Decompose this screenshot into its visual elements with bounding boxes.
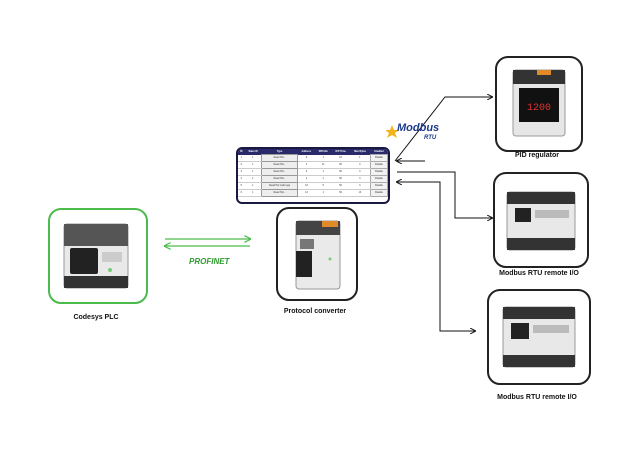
pid-display-readout: 1200 <box>527 103 551 114</box>
table-cell: 1 <box>297 175 315 183</box>
table-cell: 5 <box>238 182 245 190</box>
pid-device-box: 1200 <box>495 56 583 152</box>
enable-button[interactable]: Disable <box>369 161 388 169</box>
link-to-pid <box>394 97 492 162</box>
table-row: 2 1 Read Hol... 3 11 50 3 Disable <box>238 161 388 169</box>
modbus-logo-icon <box>386 125 399 138</box>
table-row: 1 1 Read Hol... 0 1 10 1 Disable <box>238 154 388 162</box>
table-cell: 3 <box>297 161 315 169</box>
table-cell: 50 <box>331 161 350 169</box>
table-cell: 1 <box>244 161 262 169</box>
link-to-io1 <box>397 171 492 218</box>
table-cell: 50 <box>331 189 350 197</box>
table-header-cell: Type <box>261 149 298 155</box>
io2-device-box <box>487 289 591 385</box>
io1-device-box <box>493 172 589 268</box>
modbus-config-table-panel: ID Slave ID Type Address R/Prefix R/P Ti… <box>236 147 390 204</box>
type-select[interactable]: Read Hol... <box>261 189 299 197</box>
table-header-cell: ID <box>238 149 245 155</box>
converter-device-box <box>276 207 358 301</box>
table-cell: 50 <box>331 182 350 190</box>
pid-label: PID regulator <box>515 152 559 159</box>
modbus-logo-text: Modbus <box>397 122 440 134</box>
table-cell: 1 <box>314 168 332 176</box>
table-cell: 1 <box>238 154 245 162</box>
table-cell: 1 <box>244 189 262 197</box>
io1-device-image <box>506 191 576 251</box>
table-header-cell: Max Bytes <box>349 149 371 155</box>
enable-button[interactable]: Disable <box>369 168 388 176</box>
enable-button[interactable]: Disable <box>369 175 388 183</box>
table-cell: 50 <box>331 168 350 176</box>
enable-button[interactable]: Disable <box>369 154 388 162</box>
modbus-rtu-text: RTU <box>424 135 437 141</box>
table-cell: 10 <box>331 154 350 162</box>
table-header-cell: Enabled <box>370 149 388 155</box>
table-cell: 1 <box>244 175 262 183</box>
table-cell: 11 <box>314 161 332 169</box>
converter-device-image <box>295 220 341 290</box>
table-cell: 13 <box>297 189 315 197</box>
profinet-label: PROFINET <box>189 257 230 266</box>
table-cell: 1 <box>244 154 262 162</box>
table-cell: 6 <box>238 189 245 197</box>
table-header-cell: R/Prefix <box>314 149 332 155</box>
table-row: 4 1 Read Hol... 1 1 50 4 Disable <box>238 175 388 183</box>
table-header-cell: Slave ID <box>244 149 262 155</box>
table-header-cell: Address <box>297 149 315 155</box>
table-header-row: ID Slave ID Type Address R/Prefix R/P Ti… <box>238 149 388 155</box>
table-row: 5 1 Read Hol multi regs 16 5 50 3 Disabl… <box>238 182 388 190</box>
table-cell: 3 <box>297 168 315 176</box>
io1-label: Modbus RTU remote I/O <box>499 270 579 277</box>
converter-label: Protocol converter <box>283 308 347 315</box>
type-select[interactable]: Read Hol multi regs <box>261 182 299 190</box>
type-select[interactable]: Read Hol... <box>261 161 299 169</box>
table-cell: 3 <box>238 168 245 176</box>
plc-label: Codesys PLC <box>73 314 119 321</box>
plc-device-box <box>48 208 148 304</box>
io2-device-image <box>502 306 576 368</box>
table-cell: 13 <box>349 189 371 197</box>
type-select[interactable]: Read Hol... <box>261 154 299 162</box>
table-cell: 5 <box>314 182 332 190</box>
type-select[interactable]: Read Hol... <box>261 168 299 176</box>
pid-device-image: 1200 <box>512 69 566 137</box>
table-cell: 50 <box>331 175 350 183</box>
table-cell: 1 <box>244 182 262 190</box>
link-to-io2 <box>397 181 475 331</box>
table-cell: 0 <box>297 154 315 162</box>
io2-label: Modbus RTU remote I/O <box>497 394 577 401</box>
type-select[interactable]: Read Hol... <box>261 175 299 183</box>
enable-button[interactable]: Disable <box>369 189 388 197</box>
modbus-config-table: ID Slave ID Type Address R/Prefix R/P Ti… <box>238 149 388 197</box>
plc-device-image <box>63 223 129 289</box>
enable-button[interactable]: Disable <box>369 182 388 190</box>
table-cell: 1 <box>314 189 332 197</box>
table-cell: 4 <box>238 175 245 183</box>
table-cell: 16 <box>297 182 315 190</box>
table-cell: 1 <box>314 175 332 183</box>
table-cell: 1 <box>349 154 371 162</box>
table-cell: 4 <box>349 175 371 183</box>
table-cell: 2 <box>238 161 245 169</box>
table-header-cell: R/P Time <box>331 149 350 155</box>
table-cell: 1 <box>314 154 332 162</box>
table-cell: 3 <box>349 161 371 169</box>
table-row: 6 1 Read Hol... 13 1 50 13 Disable <box>238 189 388 197</box>
table-row: 3 1 Read Hol... 3 1 50 3 Disable <box>238 168 388 176</box>
table-cell: 3 <box>349 168 371 176</box>
table-cell: 3 <box>349 182 371 190</box>
table-cell: 1 <box>244 168 262 176</box>
